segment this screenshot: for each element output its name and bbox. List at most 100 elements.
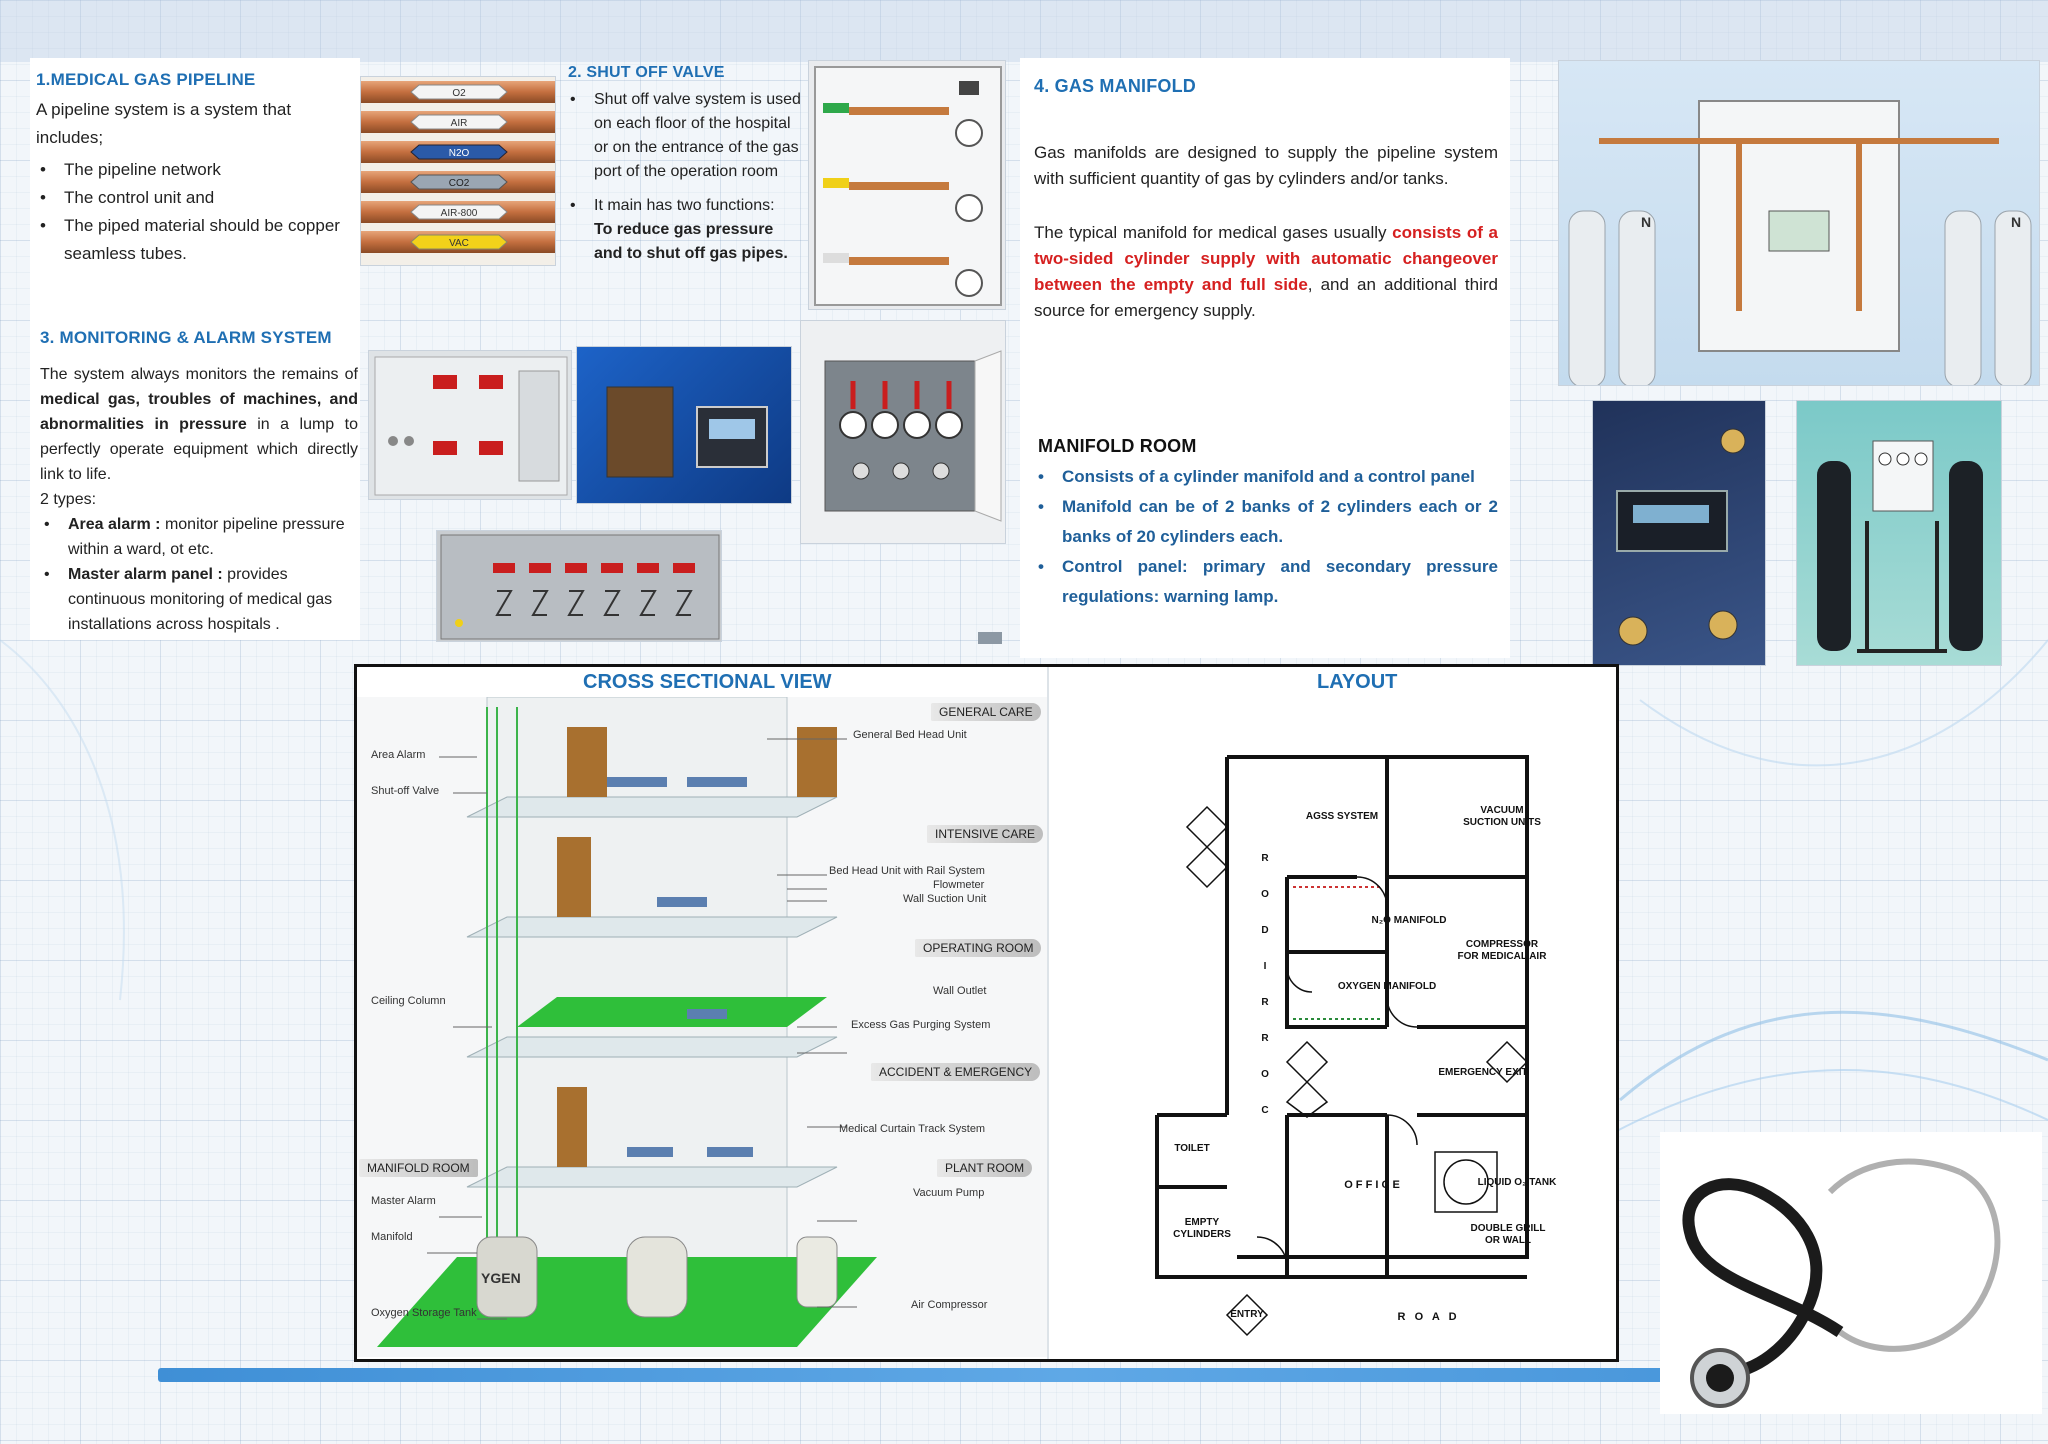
manifold-panel-photo: N N xyxy=(1558,60,2040,386)
room-agss: AGSS SYSTEM xyxy=(1305,811,1379,822)
shutoff-list: Shut off valve system is used on each fl… xyxy=(566,88,806,266)
pipe-label: CO2 xyxy=(449,178,470,189)
label-ceiling-column: Ceiling Column xyxy=(371,995,446,1007)
room-n2o: N₂O MANIFOLD xyxy=(1371,915,1447,926)
label-vacuum-pump: Vacuum Pump xyxy=(913,1187,985,1199)
list-item: Area alarm : monitor pipeline pressure w… xyxy=(40,512,358,562)
shutoff-heading: 2. SHUT OFF VALVE xyxy=(568,64,725,81)
label-curtain-track: Medical Curtain Track System xyxy=(839,1123,986,1135)
label-bed-head-rail: Bed Head Unit with Rail System xyxy=(829,865,985,877)
operating-floor xyxy=(517,997,827,1027)
list-item: Shut off valve system is used on each fl… xyxy=(566,88,806,184)
control-room-drawing xyxy=(606,386,768,478)
manifold-room-text: Consists of a cylinder manifold and a co… xyxy=(1034,462,1498,612)
cross-section-drawing: YGEN xyxy=(357,697,1047,1357)
manifold-machine-drawing xyxy=(1616,428,1746,646)
shutoff-text: Shut off valve system is used on each fl… xyxy=(566,88,806,266)
manifold-machine-photo xyxy=(1592,400,1766,666)
copper-pipes-photo: O2 AIR N2O CO2 AIR-800 VAC xyxy=(360,76,556,266)
alarm-panel-photo xyxy=(368,350,572,500)
monitoring-heading: 3. MONITORING & ALARM SYSTEM xyxy=(40,328,332,347)
corridor-letter: C xyxy=(1261,1105,1269,1116)
monitoring-text: The system always monitors the remains o… xyxy=(40,362,358,637)
label-manifold: Manifold xyxy=(371,1231,413,1243)
stethoscope-icon xyxy=(1682,1158,2001,1408)
manifold-cylinders-drawing xyxy=(1817,440,1983,653)
bottom-accent-bar xyxy=(158,1368,1978,1382)
corridor-letter: I xyxy=(1263,961,1267,972)
pipeline-intro: A pipeline system is a system that inclu… xyxy=(36,100,292,147)
room-vacuum: VACUUM SUCTION UNITS xyxy=(1463,805,1541,828)
pipe-label: AIR-800 xyxy=(441,208,478,219)
zone-plant-room: PLANT ROOM xyxy=(937,1159,1033,1177)
label-air-compressor: Air Compressor xyxy=(911,1299,988,1311)
alarm2-title: Master alarm panel : xyxy=(68,566,223,583)
small-marker xyxy=(978,632,1002,644)
entry-label: ENTRY xyxy=(1230,1309,1264,1320)
list-item: The pipeline network xyxy=(36,156,356,184)
cylinder-letter: N xyxy=(1641,214,1651,230)
road-label: R O A D xyxy=(1397,1311,1457,1323)
alarm2-text: provides continuous monitoring of medica… xyxy=(68,566,333,633)
alarm-list: Area alarm : monitor pipeline pressure w… xyxy=(40,512,358,637)
corridor-letter: O xyxy=(1261,889,1269,900)
pipe-label: VAC xyxy=(449,238,469,249)
list-item: Consists of a cylinder manifold and a co… xyxy=(1034,462,1498,492)
manifold-room-list: Consists of a cylinder manifold and a co… xyxy=(1034,462,1498,612)
cylinder-letter: N xyxy=(2011,214,2021,230)
monitoring-p1a: The system always monitors the remains o… xyxy=(40,366,358,383)
top-band xyxy=(0,0,2048,62)
monitoring-p1b: medical gas, troubles of machines, and a… xyxy=(40,391,358,433)
pipeline-list: The pipeline network The control unit an… xyxy=(36,156,356,268)
manifold-p2b: , and an additional third source for eme… xyxy=(1034,275,1498,320)
oxygen-tank-text: YGEN xyxy=(481,1270,521,1286)
corridor-letter: R xyxy=(1261,997,1269,1008)
manifold-heading: 4. GAS MANIFOLD xyxy=(1034,76,1197,96)
manifold-room-heading: MANIFOLD ROOM xyxy=(1038,436,1197,456)
room-empty-cylinders: EMPTY CYLINDERS xyxy=(1173,1217,1231,1240)
pipeline-heading: 1.MEDICAL GAS PIPELINE xyxy=(36,70,256,89)
room-compressor: COMPRESSOR FOR MEDICAL AIR xyxy=(1457,939,1547,962)
pipeline-text: A pipeline system is a system that inclu… xyxy=(36,96,356,268)
manifold-p2a: The typical manifold for medical gases u… xyxy=(1034,223,1393,242)
zone-general-care: GENERAL CARE xyxy=(931,703,1041,721)
room-double-grill: DOUBLE GRILL OR WALL xyxy=(1470,1223,1546,1246)
label-oxygen-storage-tank: Oxygen Storage Tank xyxy=(371,1307,477,1319)
control-room-photo xyxy=(576,346,792,504)
zone-operating-room: OPERATING ROOM xyxy=(915,939,1042,957)
pipe-label: O2 xyxy=(452,88,466,99)
cross-section-title: CROSS SECTIONAL VIEW xyxy=(583,671,832,693)
label-flowmeter: Flowmeter xyxy=(933,879,985,891)
diagram-frame: CROSS SECTIONAL VIEW LAYOUT YGEN xyxy=(354,664,1619,1362)
gauge-cabinet-photo xyxy=(800,320,1006,544)
room-liquid-o2: LIQUID O₂ TANK xyxy=(1477,1177,1557,1188)
room-office: O F F I C E xyxy=(1344,1179,1400,1191)
list-item: The piped material should be copper seam… xyxy=(36,212,356,268)
pipe-label: AIR xyxy=(451,118,468,129)
list-item: Manifold can be of 2 banks of 2 cylinder… xyxy=(1034,492,1498,552)
manifold-text: Gas manifolds are designed to supply the… xyxy=(1034,140,1498,324)
label-area-alarm: Area Alarm xyxy=(371,749,426,761)
shutoff-functions: It main has two functions: xyxy=(594,197,775,214)
label-wall-outlet: Wall Outlet xyxy=(933,985,987,997)
label-excess-gas: Excess Gas Purging System xyxy=(851,1019,991,1031)
valve-drawing xyxy=(814,66,1002,306)
room-emergency-exit: EMERGENCY EXIT xyxy=(1438,1067,1528,1078)
list-item: Master alarm panel : provides continuous… xyxy=(40,562,358,637)
stethoscope-image xyxy=(1660,1132,2042,1414)
shutoff-valve-photo xyxy=(808,60,1006,310)
layout-title: LAYOUT xyxy=(1317,671,1398,693)
room-oxygen: OXYGEN MANIFOLD xyxy=(1337,981,1437,992)
master-alarm-drawing xyxy=(440,534,720,640)
list-item: The control unit and xyxy=(36,184,356,212)
monitoring-types: 2 types: xyxy=(40,491,97,508)
alarm1-title: Area alarm : xyxy=(68,516,161,533)
alarm1-text: monitor pipeline pressure within a ward,… xyxy=(68,516,345,558)
manifold-cylinders-photo xyxy=(1796,400,2002,666)
zone-accident-emergency: ACCIDENT & EMERGENCY xyxy=(871,1063,1041,1081)
monitoring-paragraph: The system always monitors the remains o… xyxy=(40,362,358,487)
corridor-letter: R xyxy=(1261,1033,1269,1044)
label-shutoff-valve: Shut-off Valve xyxy=(371,785,440,797)
monitoring-p1c: in a lump to perfectly operate equipment… xyxy=(40,416,359,483)
